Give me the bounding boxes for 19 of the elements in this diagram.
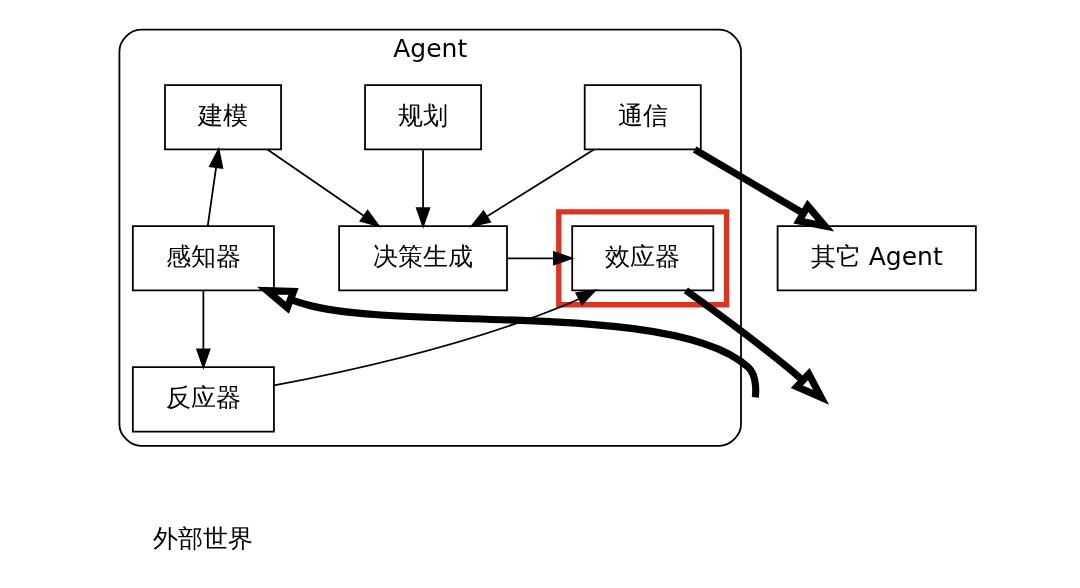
arrow (415, 148, 431, 229)
node-box: 通信 (583, 84, 702, 151)
node-box: 反应器 (131, 366, 275, 433)
arrow (683, 287, 829, 405)
arrow (692, 146, 834, 232)
node-box: 决策生成 (337, 225, 508, 292)
arrow (468, 148, 595, 228)
arrow (206, 146, 223, 227)
node-box: 规划 (363, 84, 482, 151)
arrow (266, 148, 381, 228)
arrow (272, 289, 597, 387)
node-box: 效应器 (570, 225, 714, 292)
arrow (505, 250, 574, 266)
node-box: 其它 Agent (776, 225, 977, 292)
arrow (256, 286, 759, 398)
label: 外部世界 (152, 524, 253, 554)
arrow (195, 289, 211, 370)
node-box: 感知器 (131, 225, 275, 292)
node-box: 建模 (163, 84, 282, 151)
